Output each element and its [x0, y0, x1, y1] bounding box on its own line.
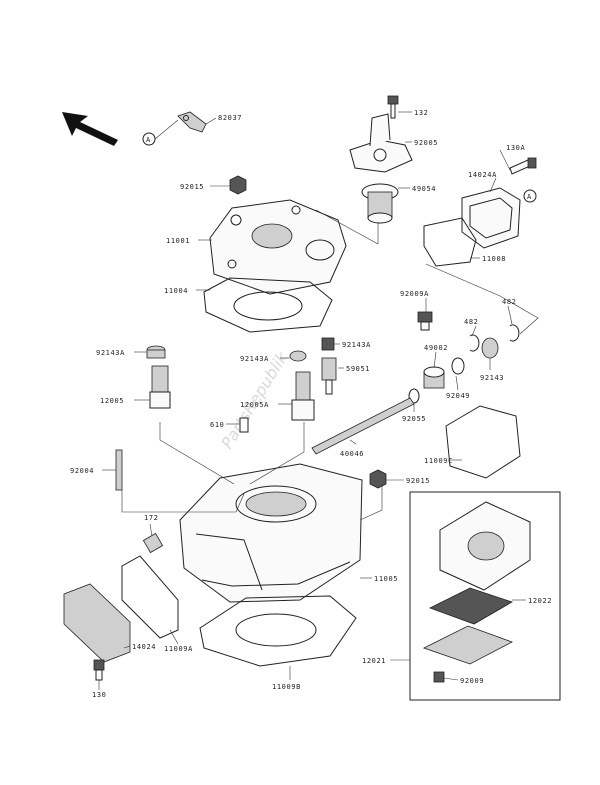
label-11005: 11005 [374, 575, 398, 583]
label-14024a: 14024A [468, 171, 497, 179]
label-11009a: 11009A [164, 645, 193, 653]
part-132-bolt [387, 95, 399, 119]
part-14024-cover [63, 583, 131, 663]
label-11004: 11004 [164, 287, 188, 295]
part-12005a-valve [291, 371, 315, 421]
part-92143a-spacer-right [321, 337, 335, 351]
part-11008-gasket [423, 217, 477, 267]
part-92143a-spacer-left [146, 345, 166, 359]
part-92055-oring [408, 388, 420, 404]
label-12021: 12021 [362, 657, 386, 665]
label-172: 172 [144, 514, 158, 522]
part-11009c-gasket [445, 405, 521, 479]
label-49054: 49054 [412, 185, 436, 193]
part-130-bolt [93, 659, 105, 681]
part-130a-bolt [509, 157, 537, 175]
label-11009b: 11009B [272, 683, 301, 691]
part-12005-valve-left [149, 365, 171, 409]
label-12005a: 12005A [240, 401, 269, 409]
label-130: 130 [92, 691, 106, 699]
callout-a-right: A [523, 189, 537, 203]
part-11005-cylinder [179, 463, 363, 603]
part-49054-thermostat [361, 183, 399, 224]
callout-a-left: A [142, 132, 156, 146]
label-92049: 92049 [446, 392, 470, 400]
label-49002: 49002 [424, 344, 448, 352]
callout-a-right-text: A [527, 193, 532, 201]
part-92009a-bolt [417, 311, 433, 331]
part-92015-nut-lower [369, 469, 387, 489]
label-132: 132 [414, 109, 428, 117]
part-11009a-gasket [121, 555, 179, 639]
part-92004-stud [115, 449, 123, 491]
label-92005: 92005 [414, 139, 438, 147]
label-40046: 40046 [340, 450, 364, 458]
label-92015-top: 92015 [180, 183, 204, 191]
part-59051-gear [321, 357, 337, 395]
label-59051: 59051 [346, 365, 370, 373]
part-482-circlip-b [509, 324, 520, 342]
part-11009b-base-gasket [199, 595, 357, 667]
part-92005-housing [349, 113, 413, 173]
part-92049-seal [451, 357, 465, 375]
label-14024: 14024 [132, 643, 156, 651]
label-482-mid: 482 [464, 318, 478, 326]
part-172-dowel [142, 532, 164, 554]
label-12005: 12005 [100, 397, 124, 405]
reed-valve-assembly-box [409, 491, 561, 701]
front-direction-arrow-icon [62, 112, 118, 146]
label-92004: 92004 [70, 467, 94, 475]
label-610: 610 [210, 421, 224, 429]
part-92015-nut-top [229, 175, 247, 195]
label-92009a: 92009A [400, 290, 429, 298]
label-92009: 92009 [460, 677, 484, 685]
label-92055: 92055 [402, 415, 426, 423]
label-11009c: 11009C [424, 457, 453, 465]
label-12022: 12022 [528, 597, 552, 605]
label-11008: 11008 [482, 255, 506, 263]
label-130a: 130A [506, 144, 525, 152]
leader-lines [98, 111, 539, 690]
label-11001: 11001 [166, 237, 190, 245]
label-92143a-mid: 92143A [240, 355, 269, 363]
part-11004-head-gasket [203, 277, 333, 333]
part-14024a-cover [461, 187, 521, 249]
label-92143a-left: 92143A [96, 349, 125, 357]
label-92143a-right: 92143A [342, 341, 371, 349]
part-40046-shaft [311, 397, 415, 455]
callout-a-left-text: A [146, 136, 151, 144]
label-92143: 92143 [480, 374, 504, 382]
part-11001-cylinder-head [209, 199, 347, 295]
part-82037-clamp [177, 111, 207, 133]
label-92015-lower: 92015 [406, 477, 430, 485]
label-482-top: 482 [502, 298, 516, 306]
part-92143-collar [481, 337, 499, 359]
part-610-pin [239, 417, 249, 433]
part-482-circlip-a [469, 334, 480, 352]
part-49002-impeller [423, 366, 445, 389]
label-82037: 82037 [218, 114, 242, 122]
part-92143a-spacer-mid [289, 350, 307, 362]
